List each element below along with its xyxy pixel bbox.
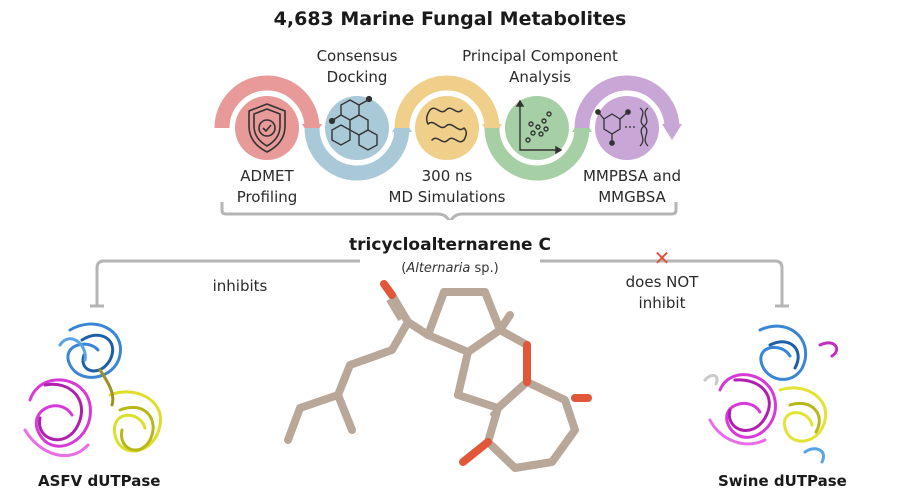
no-inhibit-line2: inhibit xyxy=(638,294,686,312)
pipeline-arcs xyxy=(214,75,682,220)
stage-label-docking: Consensus Docking xyxy=(292,46,422,88)
swine-dutpase-structure xyxy=(703,324,839,464)
compound-source: (Alternaria sp.) xyxy=(300,261,600,276)
protein-coil-icon xyxy=(425,107,468,143)
md-circle xyxy=(415,96,479,160)
oxygen-atoms xyxy=(380,280,592,466)
admet-label-line1: ADMET xyxy=(240,167,294,185)
figure-title: 4,683 Marine Fungal Metabolites xyxy=(273,8,627,30)
inhibits-line xyxy=(95,259,360,305)
admet-arc xyxy=(214,75,320,129)
stage-label-pca: Principal Component Analysis xyxy=(440,46,640,88)
source-genus: Alternaria xyxy=(406,261,471,276)
docking-label-line2: Docking xyxy=(326,68,388,86)
no-inhibit-line xyxy=(540,259,784,305)
oxygen-stubs xyxy=(386,298,402,322)
md-label-line2: MD Simulations xyxy=(388,188,506,206)
admet-label-line2: Profiling xyxy=(236,188,298,206)
compound-structure xyxy=(284,288,579,472)
mmpbsa-arrowhead xyxy=(662,124,682,140)
admet-circle xyxy=(235,96,299,160)
compound-name: tricycloalternarene C xyxy=(349,235,551,255)
shield-check-icon xyxy=(248,103,286,153)
asfv-dutpase-structure xyxy=(23,322,162,458)
docking-arc xyxy=(304,127,410,181)
no-inhibit-line1: does NOT xyxy=(625,273,699,291)
swine-dutpase-label: Swine dUTPase xyxy=(718,472,847,490)
source-open-paren: ( xyxy=(401,261,407,276)
molecule-binding-icon xyxy=(595,107,649,147)
source-rest: sp.) xyxy=(470,261,499,276)
cross-icon: ✕ xyxy=(653,246,671,270)
mmpbsa-arc xyxy=(574,75,680,129)
stage-label-admet: ADMET Profiling xyxy=(207,166,327,208)
pca-label-line2: Analysis xyxy=(509,68,571,86)
md-label-line1: 300 ns xyxy=(421,167,473,185)
no-inhibit-label: does NOT inhibit xyxy=(597,272,727,314)
pca-arc xyxy=(484,127,590,181)
pca-label-line1: Principal Component xyxy=(462,47,618,65)
pipeline-bracket xyxy=(220,202,678,220)
docking-label-line1: Consensus xyxy=(316,47,398,65)
stage-label-md: 300 ns MD Simulations xyxy=(372,166,522,208)
molecule-structure-icon xyxy=(328,95,378,151)
asfv-dutpase-label: ASFV dUTPase xyxy=(38,472,161,490)
md-arc xyxy=(394,75,500,129)
scatter-plot-icon xyxy=(515,99,563,155)
stage-label-mmpbsa: MMPBSA and MMGBSA xyxy=(562,166,702,208)
mmpbsa-label-line2: MMGBSA xyxy=(598,188,666,206)
mmpbsa-label-line1: MMPBSA and xyxy=(582,167,681,185)
inhibits-label: inhibits xyxy=(212,277,268,295)
